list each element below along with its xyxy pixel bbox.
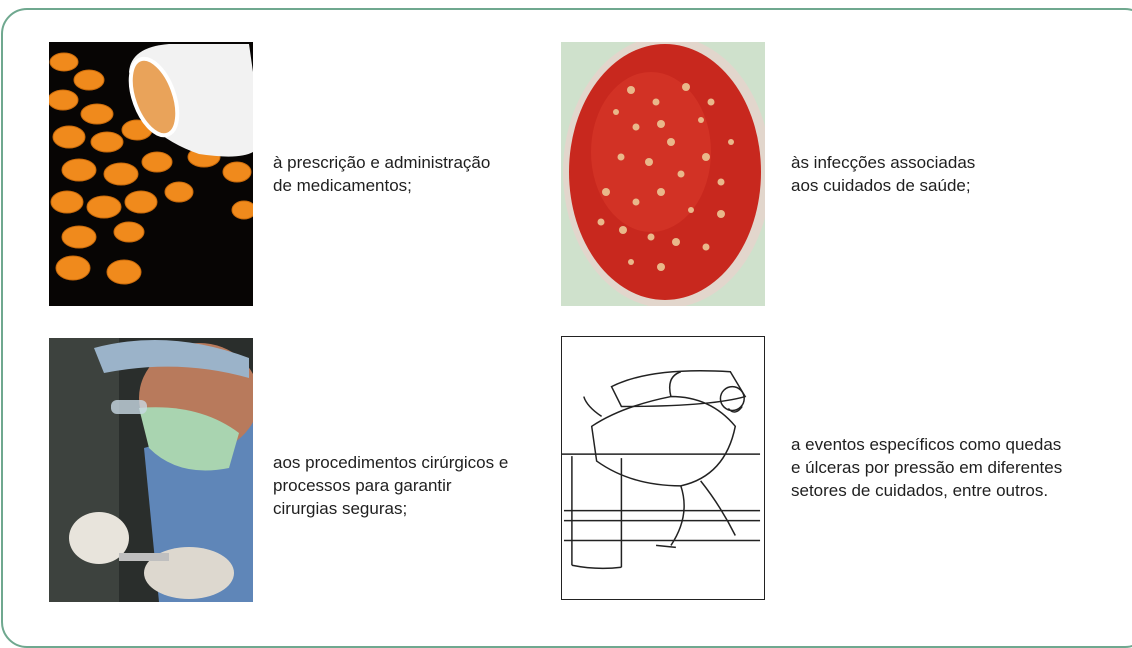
fall-drawing-image	[561, 336, 765, 600]
caption-line: cirurgias seguras;	[273, 499, 408, 518]
caption-medication: à prescrição e administração de medicame…	[273, 151, 490, 197]
caption-line: setores de cuidados, entre outros.	[791, 481, 1049, 500]
caption-line: às infecções associadas	[791, 153, 976, 172]
caption-surgery: aos procedimentos cirúrgicos e processos…	[273, 451, 508, 520]
caption-line: e úlceras por pressão em diferentes	[791, 458, 1063, 477]
caption-line: de medicamentos;	[273, 176, 412, 195]
caption-line: aos procedimentos cirúrgicos e	[273, 453, 509, 472]
caption-line: processos para garantir	[273, 476, 452, 495]
pills-image	[49, 42, 253, 306]
caption-line: à prescrição e administração	[273, 153, 491, 172]
surgeon-image	[49, 338, 253, 602]
caption-infections: às infecções associadas aos cuidados de …	[791, 151, 975, 197]
caption-line: aos cuidados de saúde;	[791, 176, 971, 195]
caption-line: a eventos específicos como quedas	[791, 435, 1062, 454]
caption-specific-events: a eventos específicos como quedas e úlce…	[791, 433, 1062, 502]
petri-dish-image	[561, 42, 765, 306]
